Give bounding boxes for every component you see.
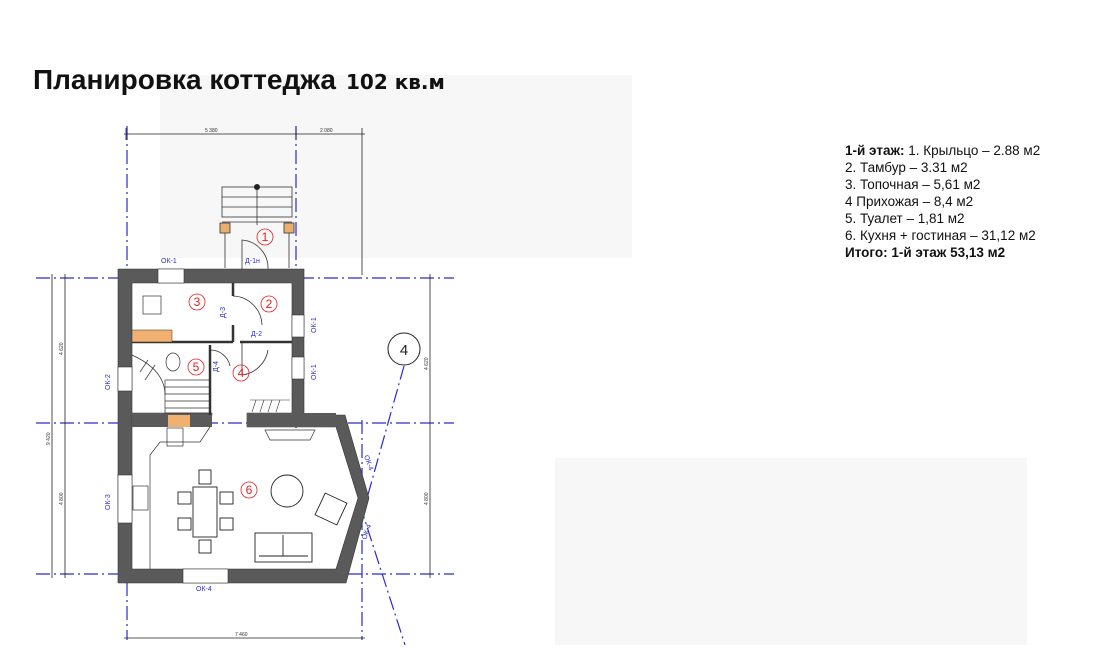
stove-icon: [166, 427, 184, 447]
axis-marker-circle: [387, 332, 421, 366]
window-label: ОК-1: [161, 258, 177, 265]
floor-label: 1-й этаж:: [845, 143, 905, 158]
sofa: [254, 532, 313, 563]
porch-light-icon: [254, 184, 260, 190]
dining-set: [177, 469, 234, 554]
door-label: Д-2: [251, 331, 262, 338]
page-title: Планировка коттеджа 102 кв.м: [33, 64, 445, 96]
stairs: [131, 354, 211, 414]
kitchen-counter: [131, 329, 173, 343]
porch: [219, 186, 295, 270]
window-label: ОК-1: [311, 317, 318, 333]
dimension-label: 2 080: [320, 128, 333, 134]
room-number: 5: [193, 360, 200, 374]
dimension-label: 4 800: [424, 492, 430, 505]
dimension-lines: [51, 128, 431, 639]
windows: [117, 268, 305, 584]
legend-item: 4 Прихожая – 8,4 м2: [845, 194, 974, 209]
fireplace: [264, 429, 316, 441]
kitchen-worktop: [149, 426, 211, 569]
title-text: Планировка коттеджа: [33, 64, 336, 95]
faded-background-block: [555, 458, 1027, 645]
axis-marker-label: 4: [400, 342, 408, 359]
window-label: ОК-1: [311, 364, 318, 380]
room-number: 6: [246, 483, 253, 497]
room-number: 3: [194, 295, 201, 309]
window-label: ОК-3: [105, 494, 112, 510]
room-number-markers: [187, 228, 278, 499]
dimension-label: 4 800: [59, 492, 65, 505]
legend-item: 5. Туалет – 1,81 м2: [845, 211, 965, 226]
legend-item-text: 1. Крыльцо – 2.88 м2: [908, 143, 1041, 158]
door-label: Д-1н: [245, 258, 260, 265]
legend-item: 3. Топочная – 5,61 м2: [845, 177, 981, 192]
dimension-label: 9 420: [46, 432, 52, 445]
room-number: 4: [238, 366, 245, 380]
door-swings: [209, 295, 269, 376]
interior-wall: [247, 413, 336, 427]
legend-item: 2. Тамбур – 3.31 м2: [845, 160, 968, 175]
shoe-rack: [250, 399, 290, 413]
window-label: ОК-2: [105, 374, 112, 390]
dimension-label: 4 620: [424, 357, 430, 370]
armchair: [314, 492, 348, 526]
round-table: [270, 474, 304, 508]
door-label: Д-4: [213, 361, 220, 372]
room-number: 1: [262, 230, 269, 244]
room-legend: 1-й этаж: 1. Крыльцо – 2.88 м2 2. Тамбур…: [845, 142, 1040, 261]
room-number: 2: [266, 297, 273, 311]
toilet-icon: [165, 352, 181, 372]
legend-total: Итого: 1-й этаж 53,13 м2: [845, 245, 1006, 260]
faded-background-block: [160, 75, 632, 258]
sink-icon: [132, 485, 149, 511]
area-label: 102 кв.м: [345, 70, 445, 94]
dimension-label: 7 460: [235, 632, 248, 638]
door-label: Д-3: [220, 307, 227, 318]
window-label: ОК-4: [362, 454, 374, 471]
counter: [168, 415, 190, 427]
boiler-icon: [142, 295, 162, 315]
grid-axes: [36, 126, 454, 646]
dimension-label: 4 620: [59, 342, 65, 355]
legend-item: 6. Кухня + гостиная – 31,12 м2: [845, 228, 1036, 243]
window-label: ОК-4: [361, 523, 373, 540]
window-label: ОК-4: [196, 586, 212, 593]
dimension-label: 5 380: [205, 128, 218, 134]
legend-item: 1-й этаж: 1. Крыльцо – 2.88 м2: [845, 142, 1040, 159]
